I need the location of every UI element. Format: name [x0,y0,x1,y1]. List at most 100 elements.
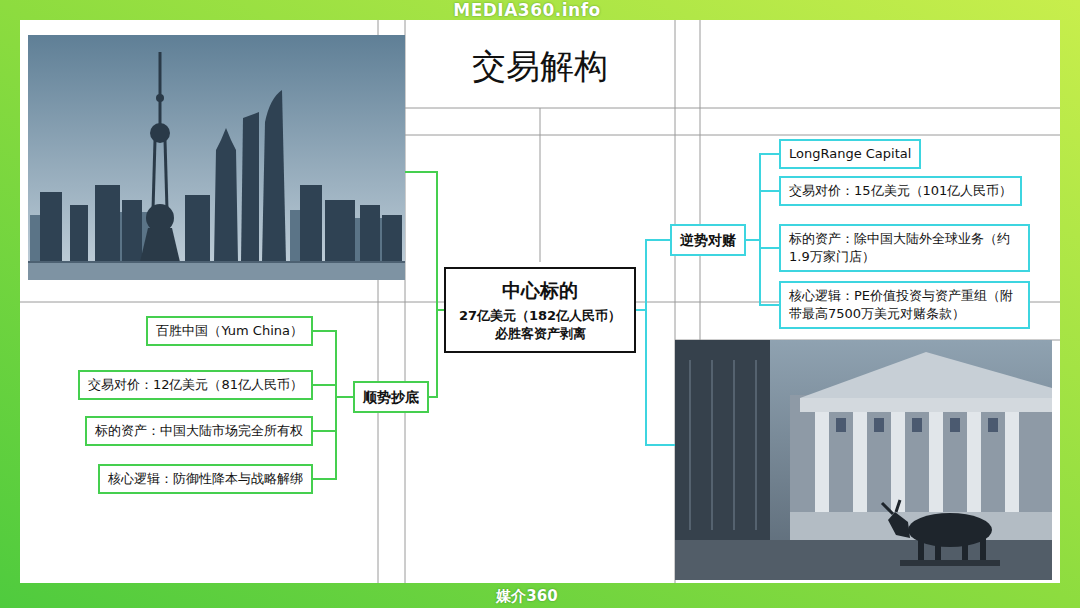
leaf-box: LongRange Capital [779,139,921,169]
bull-leg [918,540,924,560]
column [929,412,943,512]
connector [746,154,779,240]
watermark: 媒介360 [496,586,557,606]
column [853,412,867,512]
column [967,412,981,512]
node-heading: 交易对价：12亿美元（81亿人民币） [88,376,303,394]
window-line [755,360,757,530]
photo-leader [405,172,437,310]
node-heading: 交易对价：15亿美元（101亿人民币） [789,182,1012,200]
connector [636,240,670,310]
node-heading: 中心标的 [454,277,626,304]
node-heading: 逆势对赌 [680,231,736,249]
flag [836,418,846,432]
leaf-box: 交易对价：12亿美元（81亿人民币） [78,370,313,400]
bull-leg [980,538,986,560]
leg [165,140,167,210]
columns [815,412,1019,512]
leaf-box: 标的资产：中国大陆市场完全所有权 [85,416,313,446]
bull-head [888,512,910,538]
jinmao-tower [214,128,238,262]
node-heading: 百胜中国（Yum China） [156,322,303,340]
leaf-box: 核心逻辑：防御性降本与战略解绑 [98,464,313,494]
node-body: 27亿美元（182亿人民币） 必胜客资产剥离 [454,307,626,343]
bull-leg [962,542,968,560]
near-buildings [40,90,402,262]
sphere [156,94,164,102]
connector [746,191,779,240]
grid-line [540,108,541,262]
flags [836,418,998,432]
bull-horns [882,500,900,514]
watermark: MEDIA360.info [453,0,601,20]
flag [912,418,922,432]
window-line [711,360,713,530]
leg [153,140,155,210]
window-line [689,360,691,530]
shanghai-tower [262,90,286,262]
building [325,200,355,262]
windows [690,360,756,530]
bull-leg [935,542,941,560]
building [360,205,380,262]
leaf-box: 核心逻辑：PE价值投资与资产重组（附带最高7500万美元对赌条款） [779,281,1030,328]
wall-street-photo [675,340,1052,580]
bull-plinth [900,560,1000,566]
building [300,185,322,262]
branch-box: 逆势对赌 [670,224,746,256]
building [382,215,402,262]
column [815,412,829,512]
flag [950,418,960,432]
node-heading: 顺势抄底 [363,388,419,406]
building [95,185,120,262]
bull-statue [882,500,1000,566]
white-panel [20,20,1060,583]
river [28,262,405,280]
node-heading: LongRange Capital [789,145,911,163]
flag [874,418,884,432]
photo-leader [646,310,675,445]
leaf-box: 标的资产：除中国大陆外全球业务（约1.9万家门店） [779,224,1030,271]
connector [429,310,444,397]
swfc-tower [241,112,259,262]
connector [746,240,779,305]
pediment [800,352,1052,398]
building [40,192,62,262]
building [675,340,770,540]
spire [159,52,162,124]
connector [746,240,779,248]
sphere [146,204,174,232]
branch-box: 顺势抄底 [353,381,429,413]
connector [313,397,353,431]
sky [675,340,1052,580]
grid-line [405,135,1060,136]
building [122,200,142,262]
building [185,195,210,262]
bank [28,261,405,263]
diagram-title: 交易解构 [405,46,675,87]
flag [988,418,998,432]
entablature [800,398,1052,412]
building [70,205,88,262]
column [891,412,905,512]
connector [313,397,353,479]
base [140,228,180,262]
leaf-box: 百胜中国（Yum China） [146,316,313,346]
leaf-box: 交易对价：15亿美元（101亿人民币） [779,176,1022,206]
node-heading: 标的资产：中国大陆市场完全所有权 [95,422,303,440]
window-line [733,360,735,530]
column [1005,412,1019,512]
grid-lines [20,20,1060,583]
node-heading: 核心逻辑：PE价值投资与资产重组（附带最高7500万美元对赌条款） [789,287,1020,322]
shanghai-photo [28,35,405,280]
sphere [150,123,170,143]
center-box: 中心标的 27亿美元（182亿人民币） 必胜客资产剥离 [444,267,636,353]
connector [313,331,353,397]
grid-line [700,20,701,340]
connector [313,385,353,397]
node-heading: 核心逻辑：防御性降本与战略解绑 [108,470,303,488]
street [675,540,1052,580]
